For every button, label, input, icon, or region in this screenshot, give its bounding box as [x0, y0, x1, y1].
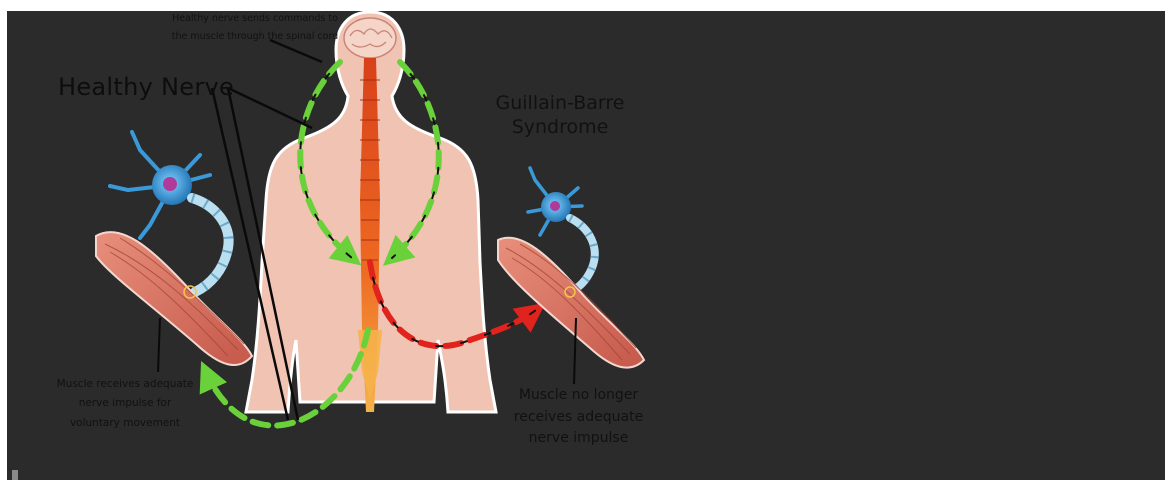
gbs-title: Guillain-Barre Syndrome: [490, 92, 630, 140]
healthy-nerve-title: Healthy Nerve: [58, 72, 248, 102]
right-muscle-icon: [498, 238, 644, 368]
healthy-muscle-note: Muscle receives adequate nerve impulse f…: [55, 375, 195, 433]
brain-icon: [344, 18, 396, 58]
scroll-handle[interactable]: [12, 470, 18, 480]
top-note: Healthy nerve sends commands to the musc…: [170, 10, 340, 46]
gbs-muscle-note: Muscle no longer receives adequate nerve…: [496, 385, 661, 450]
